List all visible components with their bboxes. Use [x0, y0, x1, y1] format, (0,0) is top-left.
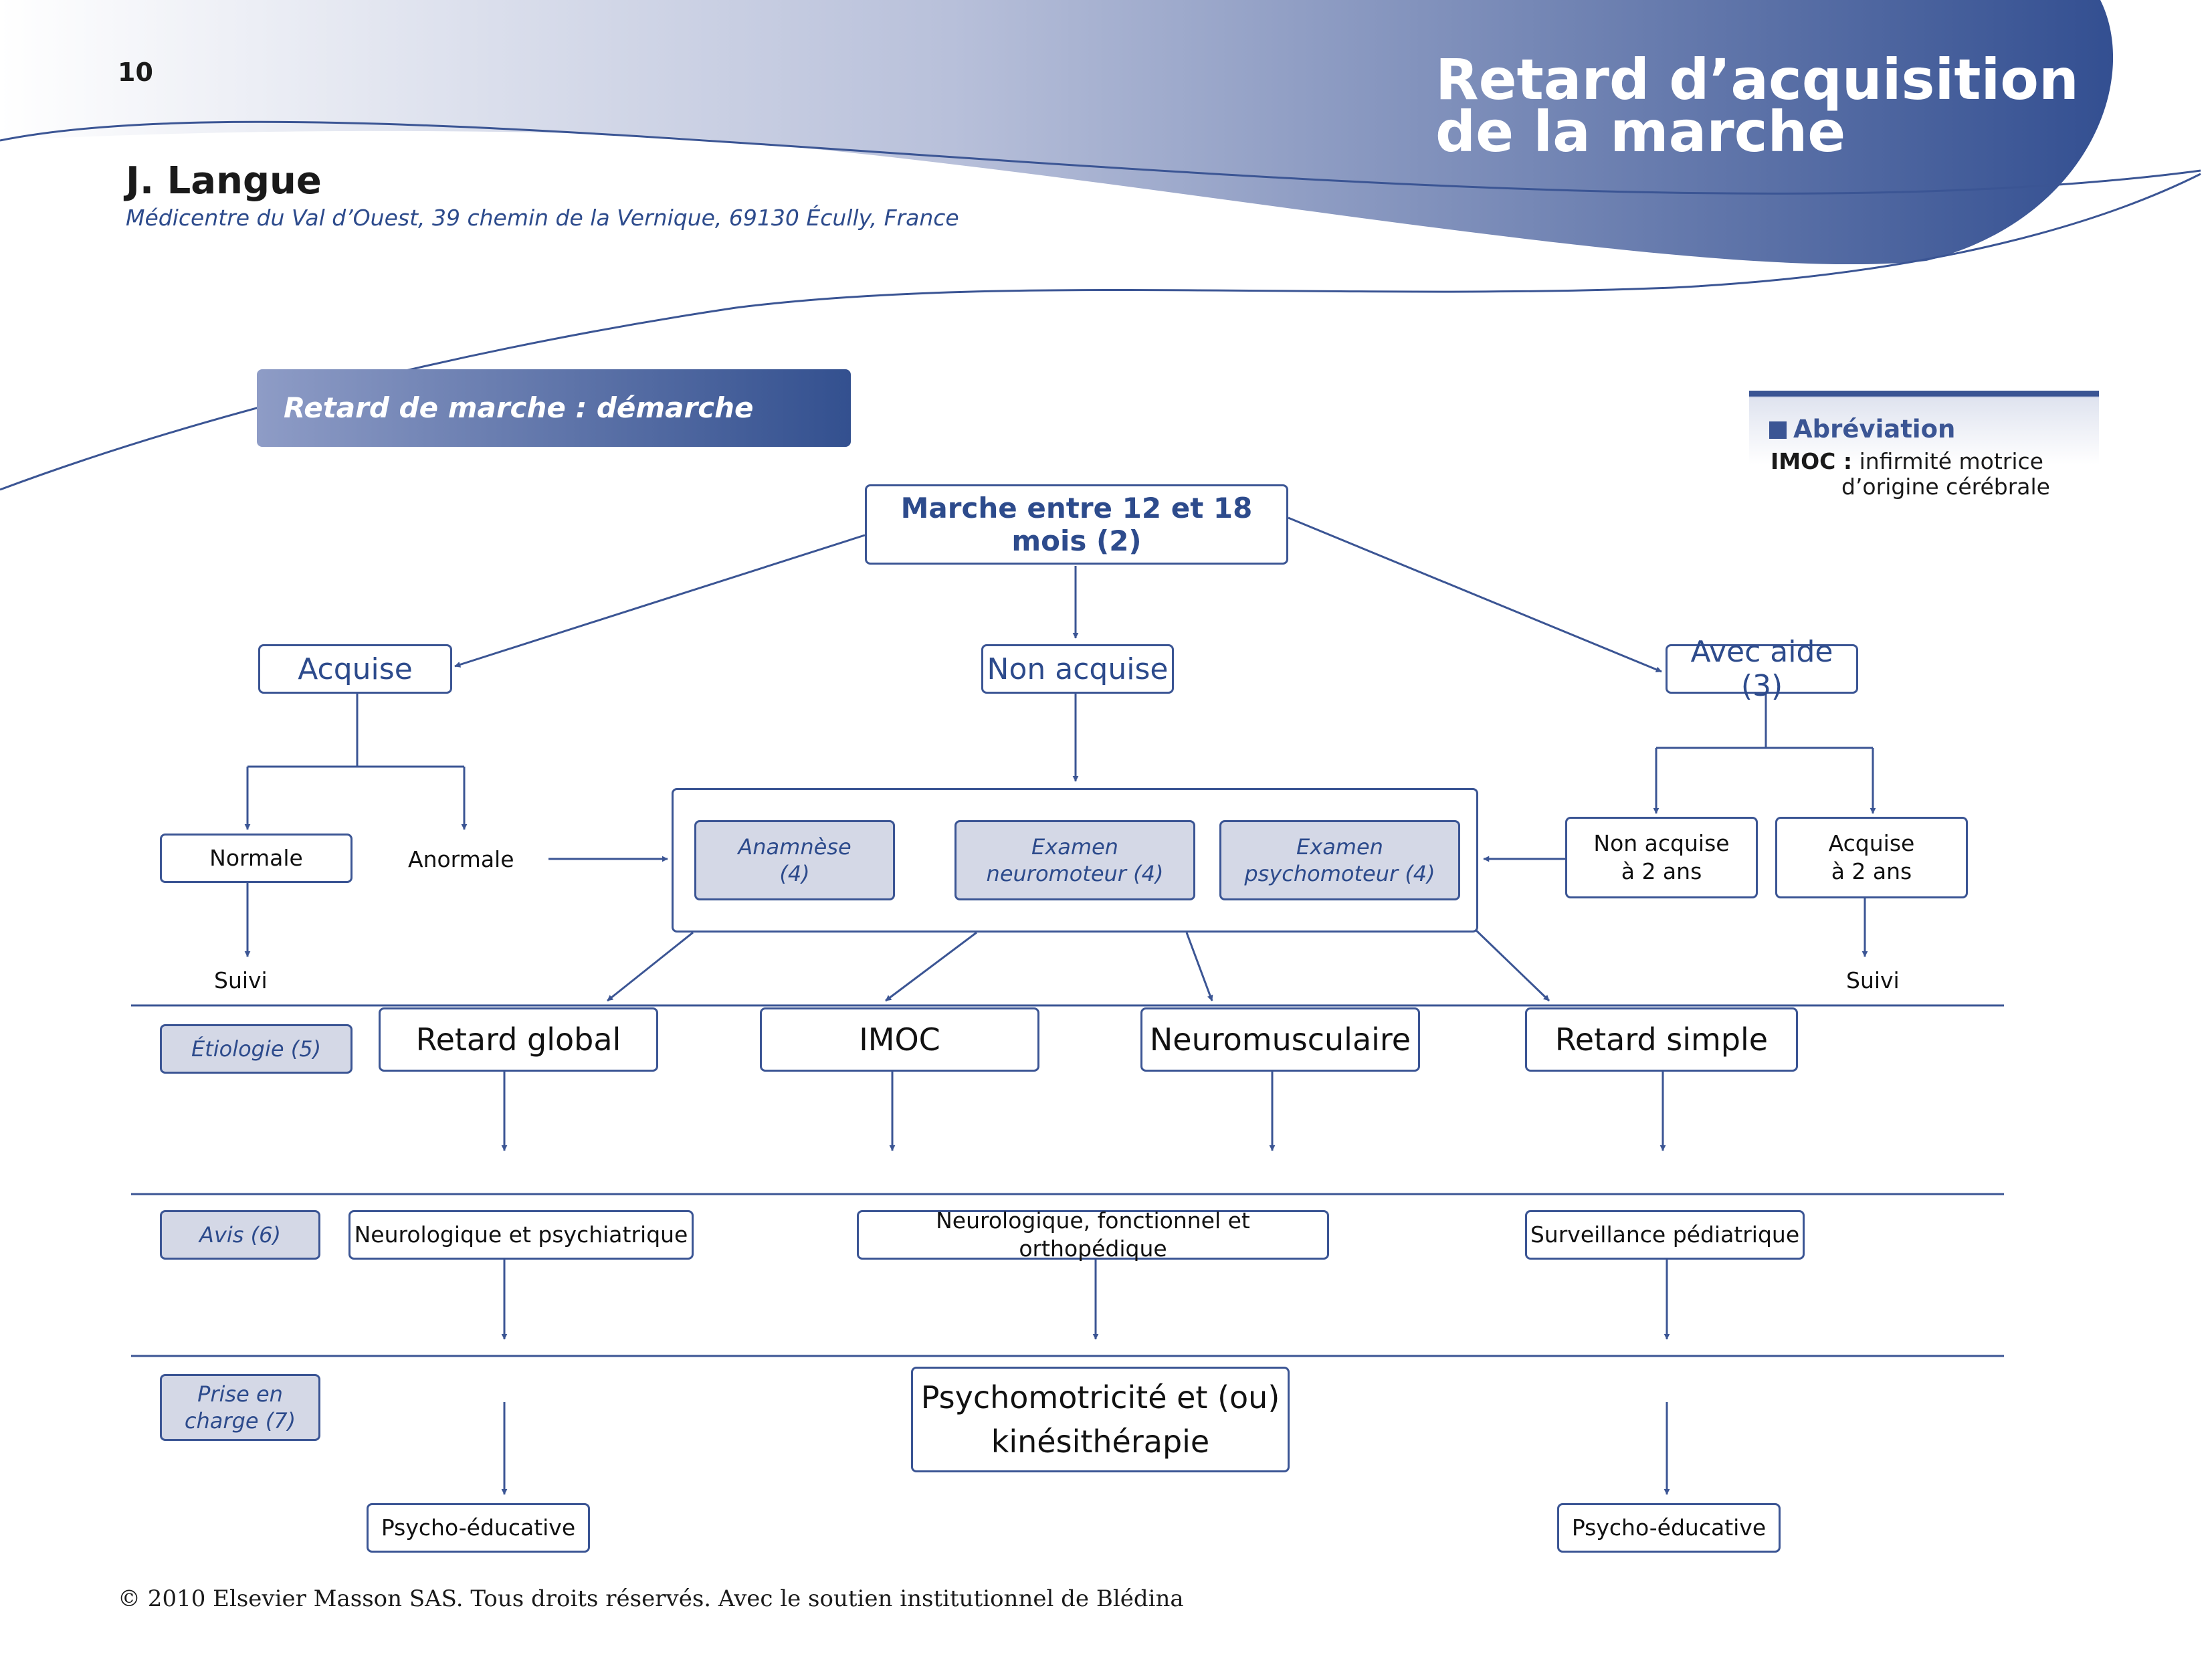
node-neuromusculaire: Neuromusculaire — [1140, 1007, 1420, 1072]
section-title: Retard de marche : démarche clinique (1) — [257, 369, 851, 502]
prise-label-line-1: Prise en — [197, 1381, 283, 1407]
prise-label-line-2: charge (7) — [184, 1408, 296, 1434]
node-psychomotricite: Psychomotricité et (ou) kinésithérapie — [911, 1367, 1290, 1472]
node-anamnese: Anamnèse(4) — [694, 820, 895, 900]
abbreviation-term: IMOC : — [1771, 448, 1853, 474]
title-line-2: de la marche — [1435, 99, 1846, 165]
abbreviation-definition-1: infirmité motrice — [1859, 448, 2043, 474]
page-title: Retard d’acquisition de la marche — [1435, 47, 2079, 165]
header-curve-line — [0, 120, 2201, 195]
title-line-1: Retard d’acquisition — [1435, 47, 2079, 112]
anamnese-line-2: (4) — [779, 861, 810, 886]
abbreviation-definition-2: d’origine cérébrale — [1841, 474, 2050, 500]
node-avis-surveillance: Surveillance pédiatrique — [1525, 1210, 1805, 1260]
node-anormale: Anormale — [408, 846, 514, 872]
psychomotricite-line-2: kinésithérapie — [991, 1424, 1210, 1460]
square-bullet-icon — [1769, 421, 1787, 439]
neuromoteur-line-2: neuromoteur (4) — [986, 861, 1164, 886]
node-acquise: Acquise — [258, 644, 452, 694]
author-affiliation: Médicentre du Val d’Ouest, 39 chemin de … — [126, 205, 959, 231]
node-imoc: IMOC — [760, 1007, 1039, 1072]
copyright-footer: © 2010 Elsevier Masson SAS. Tous droits … — [118, 1585, 1184, 1612]
node-root: Marche entre 12 et 18 mois (2) — [865, 484, 1288, 565]
node-retard-global: Retard global — [379, 1007, 658, 1072]
node-psycho-educative-left: Psycho-éducative — [367, 1503, 590, 1553]
page-number: 10 — [118, 58, 153, 87]
psychomotricite-line-1: Psychomotricité et (ou) — [920, 1379, 1280, 1416]
non-acquise-2ans-line-2: à 2 ans — [1621, 858, 1702, 884]
node-non-acquise: Non acquise — [981, 644, 1174, 694]
node-avec-aide: Avec aide (3) — [1666, 635, 1858, 703]
row-label-etiologie: Étiologie (5) — [160, 1024, 353, 1074]
node-suivi-left: Suivi — [214, 967, 268, 993]
node-normale: Normale — [160, 834, 353, 883]
abbreviation-box — [1749, 391, 2099, 508]
header-wave — [0, 0, 2114, 265]
node-retard-simple: Retard simple — [1525, 1007, 1798, 1072]
node-avis-neuro-fonc-ortho: Neurologique, fonctionnel et orthopédiqu… — [857, 1207, 1329, 1262]
anamnese-line-1: Anamnèse — [738, 834, 851, 860]
node-avis-neuro-psy: Neurologique et psychiatrique — [348, 1210, 694, 1260]
abbreviation-title: Abréviation — [1769, 415, 1955, 444]
row-label-avis: Avis (6) — [160, 1210, 320, 1260]
node-psycho-educative-right: Psycho-éducative — [1557, 1503, 1781, 1553]
neuromoteur-line-1: Examen — [1031, 834, 1118, 860]
acquise-2ans-line-2: à 2 ans — [1831, 858, 1912, 884]
acquise-2ans-line-1: Acquise — [1828, 830, 1915, 856]
node-suivi-right: Suivi — [1846, 967, 1900, 993]
abbreviation-title-text: Abréviation — [1793, 415, 1956, 444]
psychomoteur-line-1: Examen — [1296, 834, 1383, 860]
non-acquise-2ans-line-1: Non acquise — [1593, 830, 1730, 856]
psychomoteur-line-2: psychomoteur (4) — [1244, 861, 1435, 886]
author-name: J. Langue — [126, 159, 322, 203]
abbreviation-entry: IMOC : infirmité motrice — [1771, 448, 2043, 474]
